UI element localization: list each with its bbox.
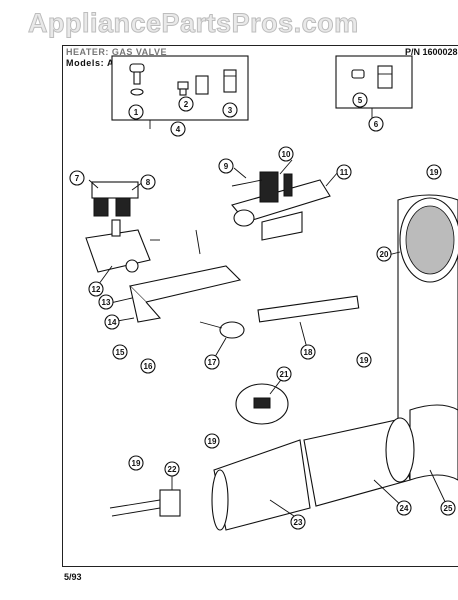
- callout-number: 13: [102, 298, 111, 307]
- callout-21: 21: [276, 366, 292, 382]
- callout-9: 9: [218, 158, 234, 174]
- callout-number: 25: [444, 504, 453, 513]
- callout-2: 2: [178, 96, 194, 112]
- callout-14: 14: [104, 314, 120, 330]
- callout-number: 18: [304, 348, 313, 357]
- callout-10: 10: [278, 146, 294, 162]
- callout-19: 19: [204, 433, 220, 449]
- callout-16: 16: [140, 358, 156, 374]
- callout-number: 14: [108, 318, 117, 327]
- callout-6: 6: [368, 116, 384, 132]
- callout-number: 7: [75, 174, 80, 183]
- callout-number: 12: [92, 285, 101, 294]
- callout-number: 19: [430, 168, 439, 177]
- callout-number: 24: [400, 504, 409, 513]
- callout-number: 23: [294, 518, 303, 527]
- part-gas-valve-body: [85, 219, 160, 273]
- callout-13: 13: [98, 294, 114, 310]
- callout-number: 17: [208, 358, 217, 367]
- callout-number: 8: [146, 178, 151, 187]
- callout-4: 4: [170, 121, 186, 137]
- callout-number: 11: [340, 168, 349, 177]
- callout-number: 2: [184, 100, 189, 109]
- callout-19: 19: [128, 455, 144, 471]
- callout-number: 5: [358, 96, 363, 105]
- part-flame-sensor-inset: [235, 383, 289, 425]
- callout-11: 11: [336, 164, 352, 180]
- part-igniter: [109, 489, 181, 517]
- part-fitting: [177, 81, 189, 96]
- callout-23: 23: [290, 514, 306, 530]
- part-valve-bracket: [128, 265, 242, 323]
- part-combustion-chamber: [303, 417, 415, 507]
- callout-20: 20: [376, 246, 392, 262]
- callout-number: 15: [116, 348, 125, 357]
- revision-date: 5/93: [64, 572, 82, 582]
- callout-8: 8: [140, 174, 156, 190]
- callout-number: 4: [176, 125, 181, 134]
- part-coil-assembly: [231, 171, 331, 241]
- callout-25: 25: [440, 500, 456, 516]
- part-nozzle-set: [351, 65, 393, 89]
- part-heater-duct-panel: [397, 194, 458, 481]
- page-title: HEATER: GAS VALVE: [66, 47, 168, 57]
- callout-number: 19: [208, 437, 217, 446]
- callout-15: 15: [112, 344, 128, 360]
- parts-kit-box-6: [335, 55, 413, 109]
- callout-1: 1: [128, 104, 144, 120]
- callout-number: 10: [282, 150, 291, 159]
- callout-number: 19: [360, 356, 369, 365]
- callout-number: 19: [132, 459, 141, 468]
- part-manifold-pipe: [199, 295, 360, 339]
- part-burner-tube: [211, 439, 311, 531]
- callout-24: 24: [396, 500, 412, 516]
- watermark-text: AppliancePartsPros.com: [28, 8, 359, 39]
- callout-5: 5: [352, 92, 368, 108]
- callout-22: 22: [164, 461, 180, 477]
- callout-number: 16: [144, 362, 153, 371]
- callout-number: 21: [280, 370, 289, 379]
- callout-number: 22: [168, 465, 177, 474]
- callout-18: 18: [300, 344, 316, 360]
- callout-number: 6: [374, 120, 379, 129]
- page-frame: [62, 45, 458, 567]
- callout-7: 7: [69, 170, 85, 186]
- part-hex-fitting: [195, 69, 237, 95]
- callout-number: 1: [134, 108, 139, 117]
- callout-12: 12: [88, 281, 104, 297]
- part-number: P/N 1600028: [405, 47, 458, 57]
- callout-19: 19: [356, 352, 372, 368]
- callout-17: 17: [204, 354, 220, 370]
- callout-19: 19: [426, 164, 442, 180]
- callout-3: 3: [222, 102, 238, 118]
- part-orifice: [129, 63, 145, 96]
- callout-number: 20: [380, 250, 389, 259]
- callout-number: 3: [228, 106, 233, 115]
- part-solenoid-coils: [91, 181, 139, 217]
- callout-number: 9: [224, 162, 229, 171]
